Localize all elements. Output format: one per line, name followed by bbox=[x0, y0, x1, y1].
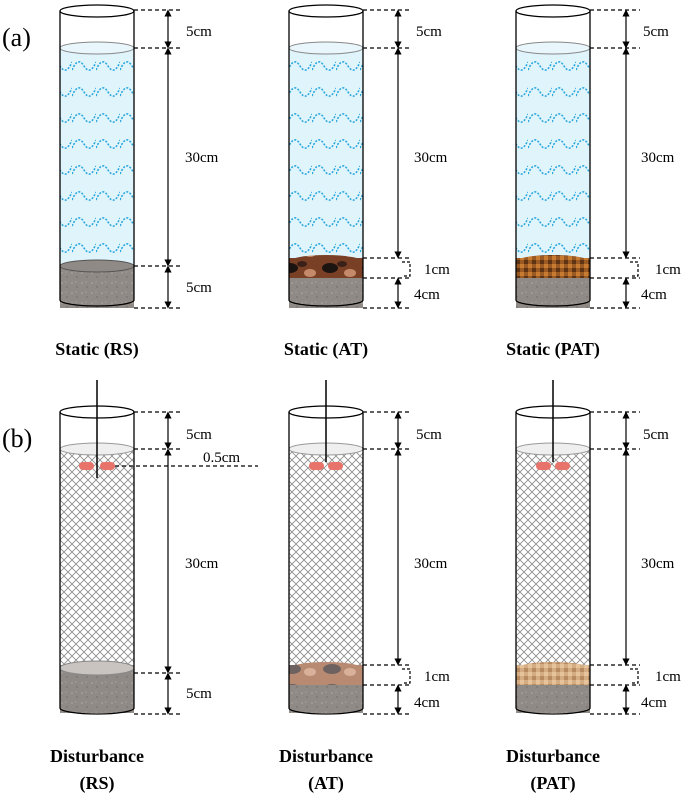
dim-water-static-at: 30cm bbox=[414, 150, 448, 166]
dim-probe-depth-disturbance-rs: 0.5cm bbox=[203, 450, 240, 466]
caption-disturbance-rs-line2: (RS) bbox=[80, 773, 115, 794]
dim-sediment-disturbance-pat: 4cm bbox=[641, 695, 667, 711]
dim-water-static-rs: 30cm bbox=[185, 150, 219, 166]
caption-static-pat: Static (PAT) bbox=[506, 339, 600, 360]
dim-top-static-at: 5cm bbox=[416, 24, 442, 40]
dim-sediment-disturbance-rs: 5cm bbox=[186, 686, 212, 702]
column-disturbance-at bbox=[288, 405, 364, 715]
dimensions-static-rs bbox=[134, 9, 182, 309]
dim-top-disturbance-rs: 5cm bbox=[186, 427, 212, 443]
dim-cap-disturbance-at: 1cm bbox=[424, 669, 450, 685]
dim-cap-static-at: 1cm bbox=[424, 262, 450, 278]
column-static-pat bbox=[515, 4, 591, 308]
dim-cap-static-pat: 1cm bbox=[655, 262, 681, 278]
caption-disturbance-at-line2: (AT) bbox=[308, 773, 344, 794]
dim-top-static-pat: 5cm bbox=[643, 24, 669, 40]
caption-disturbance-pat-line2: (PAT) bbox=[530, 773, 575, 794]
dim-sediment-static-pat: 4cm bbox=[641, 287, 667, 303]
stirrer-rs bbox=[79, 380, 115, 478]
panel-label-a: (a) bbox=[2, 23, 31, 52]
stirrer-pat bbox=[536, 380, 570, 470]
dim-sediment-disturbance-at: 4cm bbox=[414, 695, 440, 711]
dimensions-disturbance-pat bbox=[590, 411, 640, 715]
dim-water-static-pat: 30cm bbox=[641, 150, 675, 166]
column-static-at bbox=[288, 4, 364, 308]
dim-sediment-static-rs: 5cm bbox=[186, 280, 212, 296]
column-static-rs bbox=[59, 4, 135, 308]
caption-disturbance-pat-line1: Disturbance bbox=[506, 746, 600, 766]
column-disturbance-pat bbox=[515, 405, 591, 715]
dimensions-disturbance-at bbox=[363, 411, 412, 715]
stirrer-at bbox=[309, 380, 343, 470]
dim-top-static-rs: 5cm bbox=[186, 24, 212, 40]
caption-static-at: Static (AT) bbox=[284, 339, 368, 360]
dim-water-disturbance-pat: 30cm bbox=[641, 556, 675, 572]
caption-disturbance-rs-line1: Disturbance bbox=[50, 746, 144, 766]
dim-water-disturbance-rs: 30cm bbox=[185, 556, 219, 572]
dim-top-disturbance-at: 5cm bbox=[416, 427, 442, 443]
dim-water-disturbance-at: 30cm bbox=[414, 556, 448, 572]
dimensions-static-pat bbox=[590, 9, 640, 309]
caption-static-rs: Static (RS) bbox=[55, 339, 139, 360]
dim-sediment-static-at: 4cm bbox=[414, 287, 440, 303]
dimensions-static-at bbox=[363, 9, 412, 309]
caption-disturbance-at-line1: Disturbance bbox=[279, 746, 373, 766]
column-disturbance-rs bbox=[59, 405, 135, 715]
dimensions-disturbance-rs bbox=[115, 411, 258, 715]
panel-label-b: (b) bbox=[2, 424, 32, 453]
dim-cap-disturbance-pat: 1cm bbox=[655, 669, 681, 685]
dim-top-disturbance-pat: 5cm bbox=[643, 427, 669, 443]
